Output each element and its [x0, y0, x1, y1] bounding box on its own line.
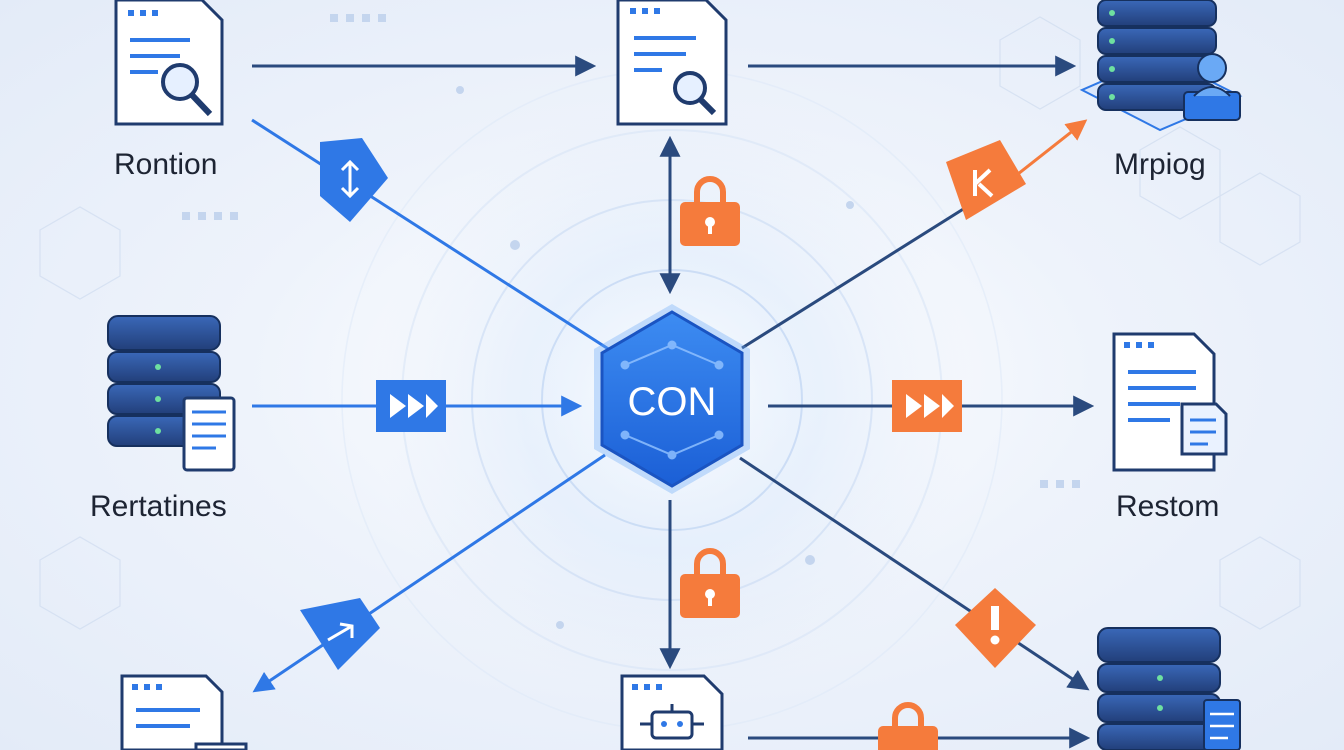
server-document-icon-bottom[interactable]	[1097, 627, 1241, 750]
node-label-middle-right: Restom	[1116, 490, 1220, 523]
shield-badge-up-down	[320, 138, 388, 222]
shield-badge-arrow	[300, 598, 380, 670]
document-stack-icon[interactable]	[1112, 332, 1228, 472]
background-dots	[182, 14, 1080, 629]
orange-lock-badge-bottom	[680, 548, 740, 618]
orange-lock-badge-top	[680, 176, 740, 246]
document-robot-icon[interactable]	[620, 674, 724, 750]
node-label-top-right: Mrpiog	[1114, 148, 1206, 181]
background-hex-pattern	[39, 16, 1301, 630]
hub-label: CON	[627, 380, 717, 424]
document-search-icon[interactable]	[114, 0, 224, 126]
forward-badge-left	[376, 380, 446, 432]
document-search-icon-center[interactable]	[616, 0, 728, 126]
orange-lock-badge-bottom-row	[878, 702, 938, 750]
document-icon[interactable]	[120, 674, 248, 750]
orange-warning-badge	[955, 588, 1036, 668]
forward-badge-right	[892, 380, 962, 432]
server-document-icon[interactable]	[107, 315, 236, 472]
node-label-top-left: Rontion	[114, 148, 218, 181]
hub-node[interactable]	[594, 304, 750, 494]
hub-circuit-lines	[620, 340, 724, 460]
server-user-icon[interactable]	[1079, 0, 1243, 132]
node-label-middle-left: Rertatines	[90, 490, 227, 523]
orange-k-badge	[946, 140, 1026, 220]
